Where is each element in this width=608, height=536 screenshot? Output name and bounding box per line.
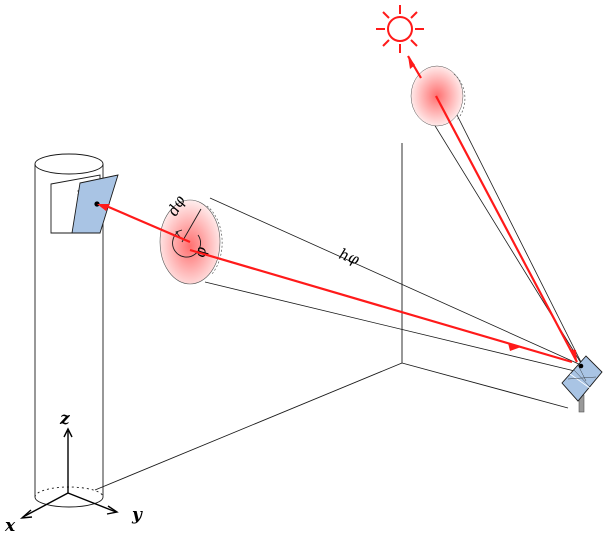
sun-ray: [382, 39, 390, 47]
reflection-disk-back-edge: [206, 205, 223, 275]
sun-ray: [410, 11, 418, 19]
y-axis-line: [67, 492, 117, 513]
ray-incident: [435, 95, 578, 363]
tower-bottom-front: [34, 496, 104, 508]
h-phi-label: hφ: [337, 245, 363, 269]
receiver: [50, 174, 119, 234]
coordinate-axes: [19, 427, 119, 519]
sun-body: [387, 16, 413, 42]
sun-ray: [382, 11, 390, 19]
heliostat-grid-line-2: [573, 369, 591, 388]
reflected-cone-edge-bottom: [204, 281, 584, 374]
z-axis-label: z: [59, 409, 70, 429]
tower-top-ellipse: [34, 153, 104, 175]
arrowhead-heliostat: [569, 349, 577, 362]
sun-icon: [376, 5, 424, 53]
arrowhead-receiver: [97, 204, 110, 211]
phi-arc-arrowhead: [175, 229, 183, 238]
ray-to-receiver: [103, 203, 191, 244]
disk-annotation: [172, 208, 202, 258]
sun-disk-back-edge: [453, 73, 466, 121]
x-axis-line: [22, 492, 69, 518]
reflected-cone-edge-top: [209, 197, 582, 366]
heliostat-grid-line-1: [569, 373, 595, 392]
scene-frame: [94, 143, 569, 491]
y-axis-arrowhead: [106, 505, 119, 515]
reflected-cone: [204, 197, 584, 374]
phi-angle-arc: [172, 231, 201, 258]
x-axis-label: x: [4, 516, 16, 536]
heliostat-grid-line-3: [577, 364, 587, 382]
z-axis-arrowhead: [63, 427, 73, 438]
d-phi-radius-line: [181, 208, 202, 243]
ground-line-left: [94, 362, 403, 491]
tower-bottom-back: [34, 486, 104, 498]
incident-cone-edge-right: [455, 112, 587, 373]
heliostat-center: [578, 363, 584, 369]
heliostat: [561, 355, 603, 413]
arrowhead-sun-ray: [408, 56, 415, 69]
sun-ray: [410, 39, 418, 47]
heliostat-grid-line-4: [567, 376, 597, 380]
arrowhead-reflected-mid: [508, 343, 521, 351]
y-axis-label: y: [131, 505, 143, 525]
x-axis-arrowhead: [19, 509, 33, 519]
ground-line-right: [401, 362, 569, 409]
